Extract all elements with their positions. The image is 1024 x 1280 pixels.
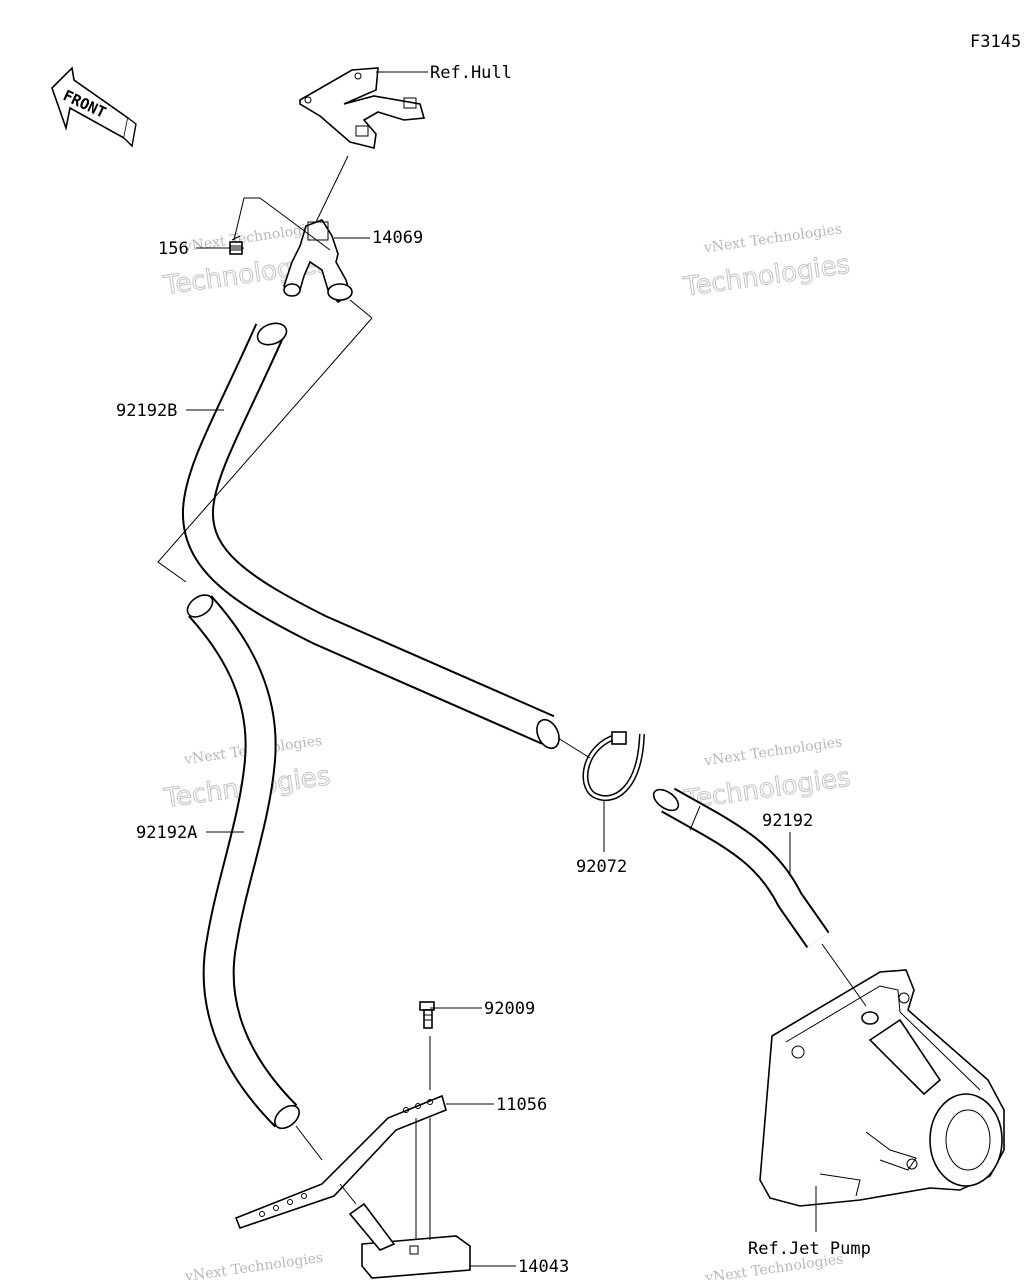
label-92192: 92192 (762, 811, 813, 831)
label-92192b: 92192B (116, 401, 177, 421)
label-156: 156 (158, 239, 189, 259)
label-92072: 92072 (576, 857, 627, 877)
label-14069: 14069 (372, 228, 423, 248)
watermark: vNext Technologies (183, 1250, 324, 1280)
label-ref-hull: Ref.Hull (430, 63, 512, 83)
svg-text:vNext Technologies: vNext Technologies (702, 221, 843, 256)
watermark: vNext Technologies Technologies (681, 734, 853, 816)
fitting-14069 (283, 219, 353, 304)
leader-lines (157, 71, 867, 1267)
hose-92192 (652, 787, 830, 949)
hose-92192b (181, 322, 560, 750)
svg-text:vNext Technologies: vNext Technologies (702, 734, 843, 769)
screw-92009 (419, 1001, 435, 1029)
watermark: vNext Technologies Technologies (681, 221, 853, 303)
front-arrow-icon: FRONT (51, 66, 137, 148)
clamp-92072 (582, 731, 645, 802)
hose-92192a (186, 594, 300, 1130)
jet-pump (759, 969, 1005, 1207)
svg-text:vNext Technologies: vNext Technologies (183, 1250, 324, 1280)
label-ref-jet-pump: Ref.Jet Pump (748, 1239, 871, 1259)
label-14043: 14043 (518, 1257, 569, 1277)
hull-bracket (299, 67, 426, 149)
label-92192a: 92192A (136, 823, 197, 843)
figure-code: F3145 (970, 32, 1021, 52)
filter-14043 (348, 1202, 471, 1279)
label-11056: 11056 (496, 1095, 547, 1115)
label-92009: 92009 (484, 999, 535, 1019)
svg-text:Technologies: Technologies (681, 250, 852, 303)
part-labels: Ref.Hull 156 14069 92192B 92192A 92072 9… (116, 63, 871, 1277)
bracket-11056 (234, 1094, 447, 1230)
